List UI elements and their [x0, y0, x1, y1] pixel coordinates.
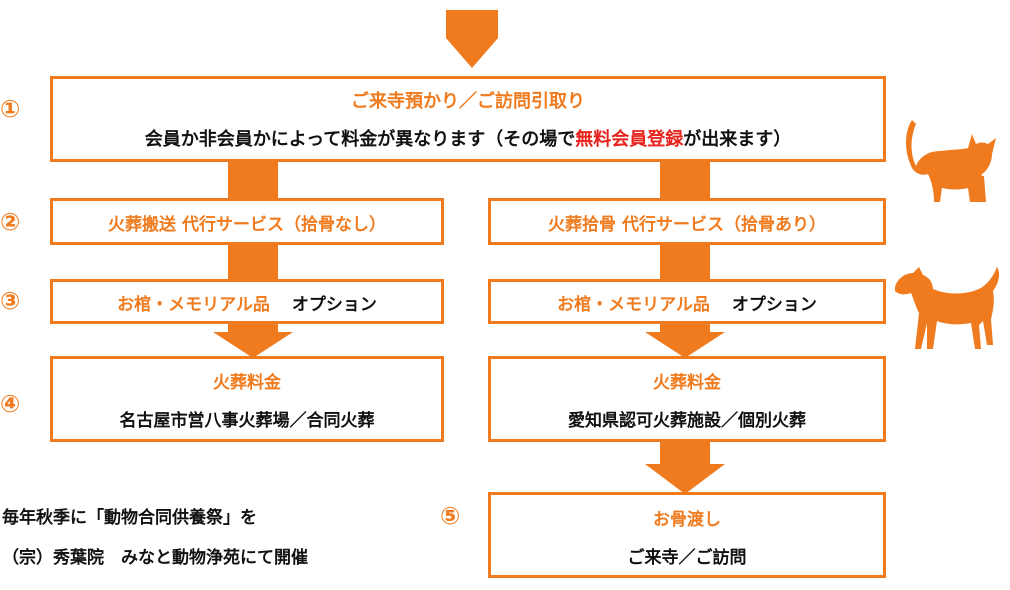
arrow-3-right-icon — [645, 322, 725, 358]
step-3-right-box: お棺・メモリアル品 オプション — [488, 279, 886, 324]
step-2-right-box: 火葬拾骨 代行サービス（拾骨あり） — [488, 198, 886, 245]
step-5-body: ご来寺／ご訪問 — [627, 548, 747, 568]
step-1-title: ご来寺預かり／ご訪問引取り — [351, 91, 585, 112]
step-4-number: ④ — [0, 390, 21, 418]
memorial-note-line-2: （宗）秀葉院 みなと動物浄苑にて開催 — [2, 548, 308, 568]
step-1-box: ご来寺預かり／ご訪問引取り 会員か非会員かによって料金が異なります（その場で無料… — [50, 76, 886, 162]
arrow-3-left-icon — [213, 322, 293, 358]
connector-1-right — [660, 160, 710, 200]
step-3-left-box: お棺・メモリアル品 オプション — [50, 279, 444, 324]
step-1-body-before: 会員か非会員かによって料金が異なります（その場で — [144, 129, 576, 150]
step-4-right-box: 火葬料金 愛知県認可火葬施設／個別火葬 — [488, 356, 886, 442]
memorial-note-line-1: 毎年秋季に「動物合同供養祭」を — [2, 508, 257, 528]
step-3-right-content: お棺・メモリアル品 オプション — [491, 290, 883, 315]
arrow-4-right-icon — [645, 440, 725, 494]
step-1-number: ① — [0, 95, 21, 123]
step-2-number: ② — [0, 208, 21, 236]
step-4-left-title: 火葬料金 — [213, 373, 281, 393]
step-3-left-content: お棺・メモリアル品 オプション — [53, 290, 441, 315]
step-4-left-body: 名古屋市営八事火葬場／合同火葬 — [119, 411, 375, 431]
step-3-left-label: お棺・メモリアル品 — [117, 295, 270, 315]
step-2-right-label: 火葬拾骨 代行サービス（拾骨あり） — [548, 215, 826, 235]
step-5-box: お骨渡し ご来寺／ご訪問 — [488, 492, 886, 578]
step-1-body: 会員か非会員かによって料金が異なります（その場で無料会員登録が出来ます） — [53, 125, 883, 151]
dog-silhouette-icon — [895, 267, 1000, 349]
step-5-title: お骨渡し — [653, 510, 721, 530]
step-2-left-label: 火葬搬送 代行サービス（拾骨なし） — [108, 215, 386, 235]
connector-2-left — [228, 243, 278, 281]
step-4-right-title: 火葬料金 — [653, 373, 721, 393]
step-2-left-box: 火葬搬送 代行サービス（拾骨なし） — [50, 198, 444, 245]
step-3-number: ③ — [0, 287, 21, 315]
connector-2-right — [660, 243, 710, 281]
connector-1-left — [228, 160, 278, 200]
entry-down-arrow-icon — [446, 10, 498, 68]
step-5-number: ⑤ — [440, 502, 461, 530]
step-3-right-label: お棺・メモリアル品 — [557, 295, 710, 315]
cat-silhouette-icon — [906, 120, 996, 202]
step-1-body-highlight: 無料会員登録 — [575, 129, 684, 150]
step-3-left-option: オプション — [291, 295, 377, 315]
step-3-right-option: オプション — [731, 295, 817, 315]
step-1-body-after: が出来ます） — [683, 129, 792, 150]
step-4-left-box: 火葬料金 名古屋市営八事火葬場／合同火葬 — [50, 356, 444, 442]
step-4-right-body: 愛知県認可火葬施設／個別火葬 — [568, 411, 806, 431]
